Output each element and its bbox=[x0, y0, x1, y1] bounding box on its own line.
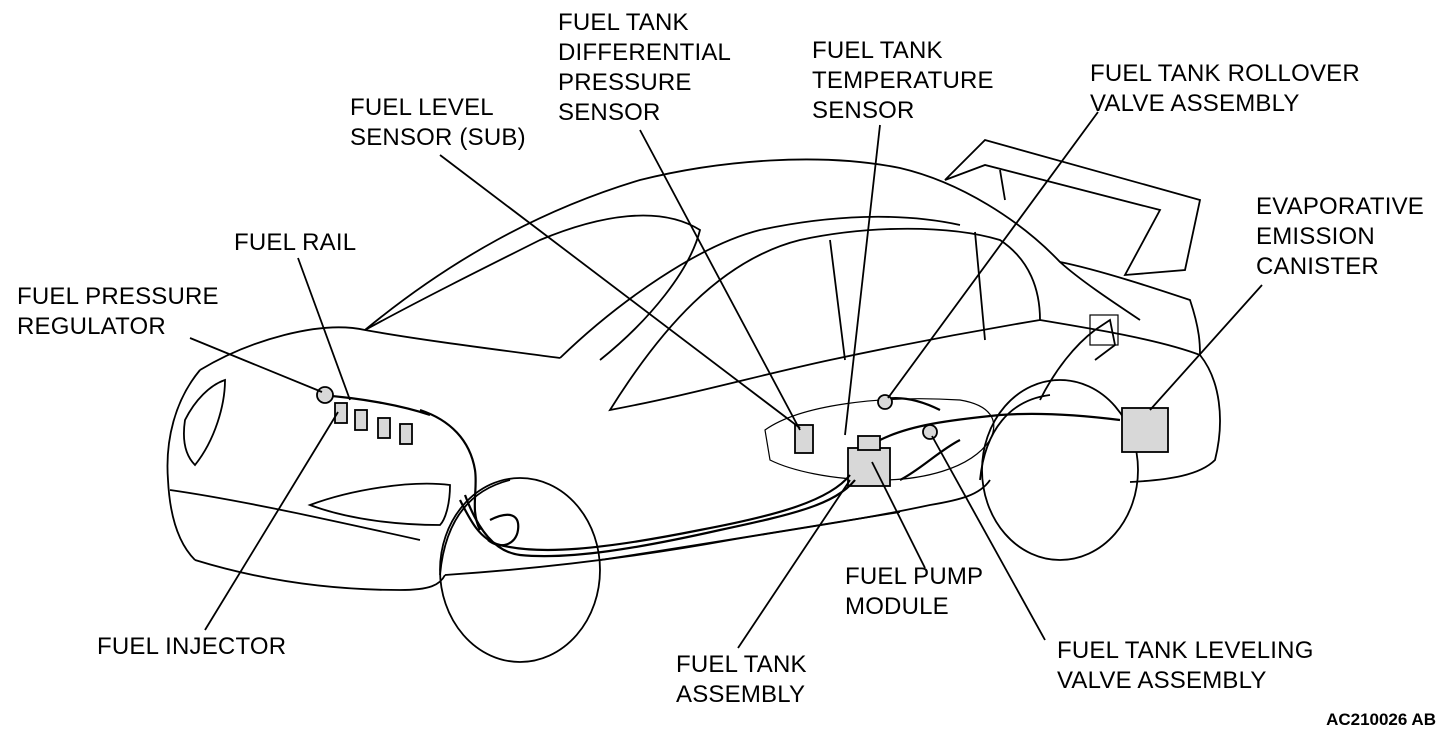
leader-evap-canister bbox=[1149, 284, 1263, 411]
leader-fuel-level-sensor-sub bbox=[439, 154, 801, 429]
evap-vent-line bbox=[879, 412, 1121, 441]
label-text: FUEL RAIL bbox=[234, 229, 357, 256]
rollover-valve-part bbox=[877, 394, 893, 410]
fuel-feed-line bbox=[459, 474, 851, 552]
label-text: CANISTER bbox=[1256, 253, 1379, 280]
leader-fuel-pressure-regulator bbox=[189, 337, 323, 393]
label-text: TEMPERATURE bbox=[812, 67, 994, 94]
figure-code: AC210026 AB bbox=[1326, 710, 1436, 729]
label-text: DIFFERENTIAL bbox=[558, 39, 732, 66]
label-text: ASSEMBLY bbox=[676, 681, 806, 708]
label-text: VALVE ASSEMBLY bbox=[1057, 667, 1267, 694]
label-fuel-tank-leveling-valve-assembly: FUEL TANK LEVELING VALVE ASSEMBLY bbox=[1057, 636, 1314, 696]
label-fuel-pump-module: FUEL PUMP MODULE bbox=[845, 562, 983, 622]
label-text: PRESSURE bbox=[558, 69, 692, 96]
label-text: SENSOR bbox=[812, 97, 915, 124]
label-fuel-pressure-regulator: FUEL PRESSURE REGULATOR bbox=[17, 282, 219, 342]
leveling-valve-part bbox=[922, 424, 938, 440]
fuel-level-sensor-sub bbox=[794, 424, 814, 454]
label-text: FUEL PUMP bbox=[845, 563, 984, 590]
label-text: FUEL TANK bbox=[676, 651, 807, 678]
label-text: EVAPORATIVE bbox=[1256, 193, 1425, 220]
evap-canister bbox=[1121, 407, 1169, 453]
car-roof-line bbox=[364, 158, 1141, 331]
label-evaporative-emission-canister: EVAPORATIVE EMISSION CANISTER bbox=[1256, 192, 1424, 282]
label-fuel-rail: FUEL RAIL bbox=[234, 228, 356, 258]
label-text: REGULATOR bbox=[17, 313, 166, 340]
car-windshield bbox=[364, 214, 702, 361]
label-fuel-injector: FUEL INJECTOR bbox=[97, 632, 286, 662]
leader-rollover-valve bbox=[887, 111, 1099, 399]
label-text: MODULE bbox=[845, 593, 949, 620]
label-text: FUEL TANK LEVELING bbox=[1057, 637, 1314, 664]
label-text: FUEL INJECTOR bbox=[97, 633, 287, 660]
label-text: EMISSION bbox=[1256, 223, 1375, 250]
leader-temperature-sensor bbox=[844, 124, 881, 436]
fuel-injector-3 bbox=[377, 417, 391, 439]
label-text: FUEL TANK ROLLOVER bbox=[1090, 60, 1360, 87]
fuel-pump-module-body bbox=[847, 447, 891, 487]
car-fog-light bbox=[307, 482, 451, 526]
label-text: VALVE ASSEMBLY bbox=[1090, 90, 1300, 117]
leader-fuel-rail bbox=[297, 257, 351, 401]
label-fuel-tank-temperature-sensor: FUEL TANK TEMPERATURE SENSOR bbox=[812, 36, 994, 126]
label-fuel-level-sensor-sub: FUEL LEVEL SENSOR (SUB) bbox=[350, 93, 526, 153]
fuel-injector-4 bbox=[399, 423, 413, 445]
label-text: SENSOR (SUB) bbox=[350, 124, 526, 151]
leader-fuel-tank-assembly bbox=[737, 479, 851, 649]
car-front-bumper bbox=[166, 369, 201, 561]
label-fuel-tank-assembly: FUEL TANK ASSEMBLY bbox=[676, 650, 807, 710]
leader-fuel-injector bbox=[204, 411, 339, 631]
leader-differential-pressure-sensor bbox=[639, 129, 801, 431]
car-rear-body bbox=[1039, 319, 1221, 483]
fuel-filler-neck bbox=[1039, 318, 1116, 401]
fuel-injector-2 bbox=[354, 409, 368, 431]
fuel-pressure-regulator-part bbox=[316, 386, 334, 404]
car-trunk bbox=[1059, 261, 1201, 356]
car-rocker bbox=[599, 511, 901, 561]
leader-leveling-valve bbox=[931, 435, 1046, 641]
leader-fuel-pump-module bbox=[871, 461, 926, 569]
label-text: FUEL LEVEL bbox=[350, 94, 494, 121]
car-front-lower bbox=[194, 559, 446, 591]
car-rear-spoiler bbox=[944, 138, 1202, 277]
car-side-window bbox=[608, 227, 1041, 412]
fuel-tank-outline bbox=[764, 398, 995, 481]
rear-wheel bbox=[981, 379, 1139, 561]
label-text: FUEL TANK bbox=[812, 37, 943, 64]
car-headlight bbox=[182, 378, 226, 467]
label-text: FUEL PRESSURE bbox=[17, 283, 219, 310]
label-text: FUEL TANK bbox=[558, 9, 689, 36]
label-text: SENSOR bbox=[558, 99, 661, 126]
car-windshield-inner bbox=[559, 215, 961, 359]
fuel-injector-1 bbox=[334, 402, 348, 424]
label-fuel-tank-rollover-valve-assembly: FUEL TANK ROLLOVER VALVE ASSEMBLY bbox=[1090, 59, 1360, 119]
car-window-pillar bbox=[829, 239, 846, 361]
label-fuel-tank-differential-pressure-sensor: FUEL TANK DIFFERENTIAL PRESSURE SENSOR bbox=[558, 8, 731, 128]
